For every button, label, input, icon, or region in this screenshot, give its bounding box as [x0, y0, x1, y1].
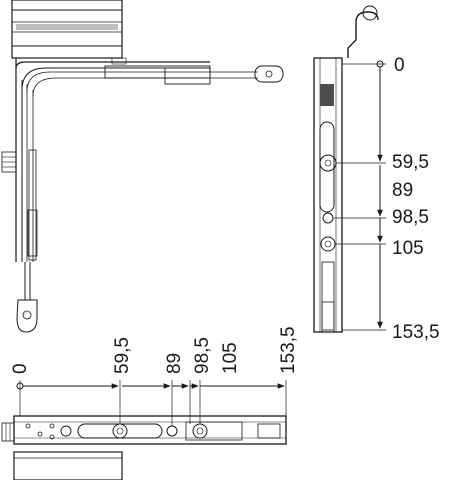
- horizontal-dim-label-105: 105: [220, 342, 241, 374]
- vertical-dim-label-105: 105: [392, 238, 424, 259]
- horizontal-rail-view: 0 59,5 89 98,5 105 153,5: [1, 326, 299, 480]
- h-rail-body: [13, 415, 287, 445]
- vertical-dim-label-153-5: 153,5: [392, 322, 440, 343]
- vertical-dim-label-0: 0: [394, 55, 405, 76]
- vertical-dim-label-89: 89: [392, 180, 413, 201]
- top-housing: [11, 0, 123, 59]
- rail-end-block: [321, 301, 335, 331]
- vertical-profile: [1, 58, 38, 262]
- vertical-rail-view: 0 59,5 89 98,5 105 153,5: [313, 5, 440, 343]
- vertical-dim-label-59-5: 59,5: [392, 152, 429, 173]
- rail-label-plate: [320, 84, 334, 106]
- h-rail-screw-2: [192, 423, 208, 439]
- corner-arm: [15, 57, 284, 97]
- h-rail-slot: [77, 423, 163, 439]
- horizontal-dim-label-89: 89: [164, 353, 185, 374]
- h-rail-end-block: [257, 423, 281, 439]
- rail-slot: [319, 121, 335, 213]
- horizontal-dim-label-98-5: 98,5: [192, 337, 213, 374]
- h-rail-screw-1: [112, 423, 128, 439]
- rail-top-roller: [362, 5, 378, 21]
- rail-pin: [322, 212, 334, 224]
- h-rail-stud: [1, 422, 15, 442]
- horizontal-dim-label-153-5: 153,5: [278, 326, 299, 374]
- horizontal-dim-label-0: 0: [10, 363, 31, 374]
- corner-fitting-view: [1, 0, 284, 333]
- bottom-hook: [16, 262, 38, 333]
- lower-housing: [13, 451, 123, 480]
- rail-screw-2: [320, 236, 336, 252]
- horizontal-dim-label-59-5: 59,5: [112, 337, 133, 374]
- h-rail-pin: [166, 425, 178, 437]
- vertical-dim-label-98-5: 98,5: [392, 207, 429, 228]
